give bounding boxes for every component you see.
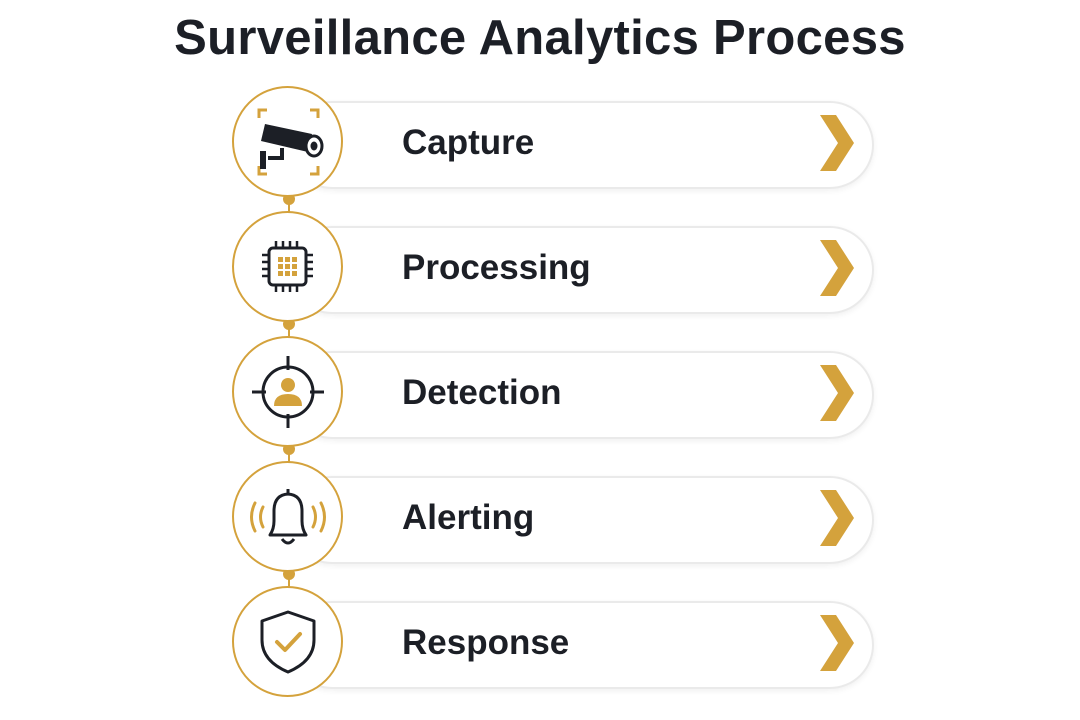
chevron-right-icon — [820, 490, 854, 546]
step-response-label: Response — [402, 623, 570, 662]
chevron-right-icon — [820, 365, 854, 421]
step-capture-pill[interactable] — [288, 101, 874, 189]
connector-line — [288, 323, 290, 337]
chevron-right-icon — [820, 115, 854, 171]
step-processing-icon-badge — [232, 211, 343, 322]
step-detection-label: Detection — [402, 373, 562, 412]
step-detection-icon-badge — [232, 336, 343, 447]
step-response-pill[interactable] — [288, 601, 874, 689]
step-capture-icon-badge — [232, 86, 343, 197]
step-response-icon-badge — [232, 586, 343, 697]
step-processing-label: Processing — [402, 248, 591, 287]
step-alerting-pill[interactable] — [288, 476, 874, 564]
chevron-right-icon — [820, 615, 854, 671]
security-camera-icon — [257, 108, 324, 176]
step-processing[interactable]: Processing — [232, 211, 874, 324]
step-alerting-label: Alerting — [402, 498, 535, 537]
step-capture[interactable]: Capture — [232, 86, 874, 199]
target-person-icon — [252, 356, 324, 428]
ringing-bell-icon — [250, 489, 326, 545]
connector-line — [288, 573, 290, 587]
diagram-title: Surveillance Analytics Process — [174, 11, 906, 65]
step-capture-label: Capture — [402, 123, 535, 162]
connector-line — [288, 448, 290, 462]
connector-line — [288, 198, 290, 212]
chevron-right-icon — [820, 240, 854, 296]
step-detection-pill[interactable] — [288, 351, 874, 439]
step-detection[interactable]: Detection — [232, 336, 874, 449]
step-alerting-icon-badge — [232, 461, 343, 572]
shield-check-icon — [260, 610, 316, 674]
step-response[interactable]: Response — [232, 586, 874, 699]
processor-chip-icon — [262, 241, 313, 292]
step-processing-pill[interactable] — [288, 226, 874, 314]
step-alerting[interactable]: Alerting — [232, 461, 874, 574]
